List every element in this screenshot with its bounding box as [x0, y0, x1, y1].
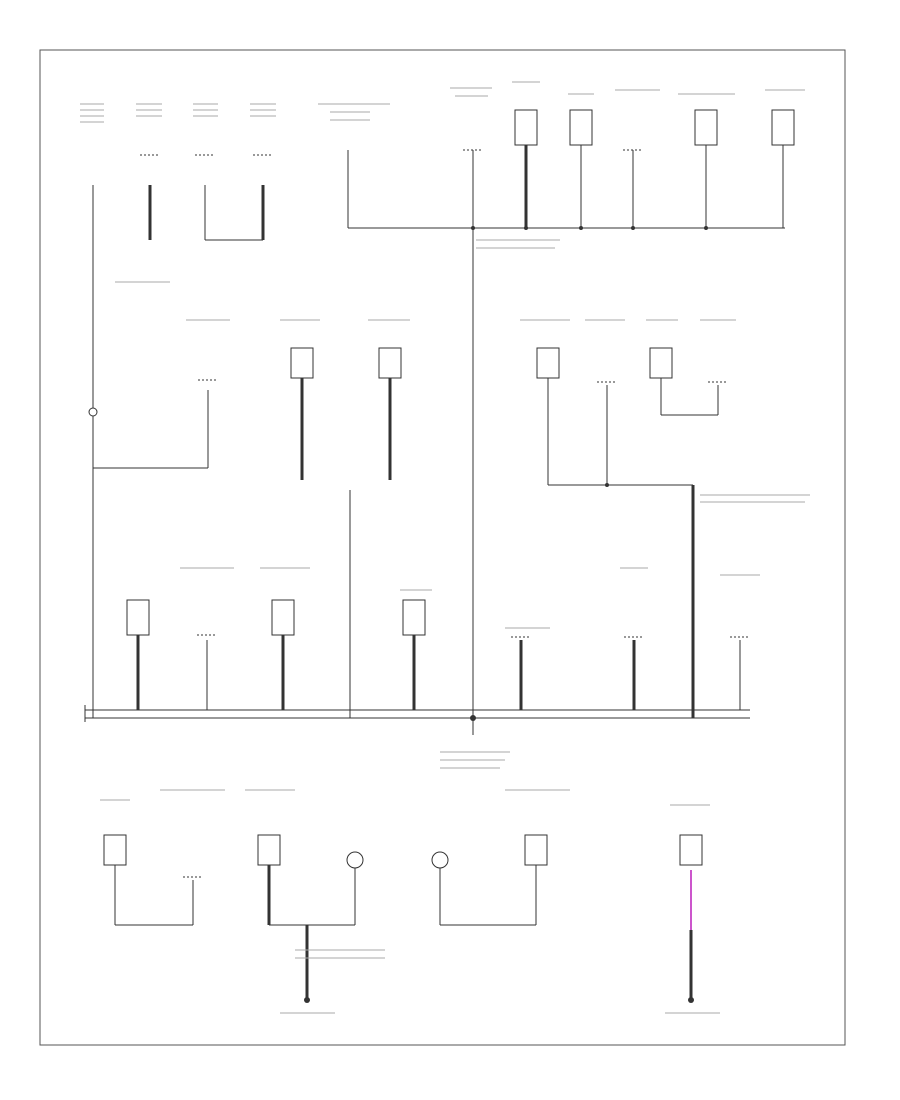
lamp-symbol	[346, 851, 364, 869]
component-box	[257, 834, 281, 866]
component-box	[290, 347, 314, 379]
diode-symbol	[88, 407, 98, 417]
component-box	[569, 109, 593, 146]
component-box	[771, 109, 795, 146]
top-right-bus	[347, 109, 795, 230]
component-box	[402, 599, 426, 636]
component-box	[378, 347, 402, 379]
ground-point-dot	[304, 997, 310, 1003]
splice-dot	[631, 226, 635, 230]
component-box	[649, 347, 673, 379]
splice-dot	[605, 483, 609, 487]
diagram-frame	[39, 49, 846, 1046]
component-box	[524, 834, 548, 866]
splice-dot	[704, 226, 708, 230]
ground-point-dot	[688, 997, 694, 1003]
splice-dot	[524, 226, 528, 230]
component-box	[536, 347, 560, 379]
illegible-labels	[80, 81, 810, 1014]
lamp-symbol	[431, 851, 449, 869]
component-box	[103, 834, 127, 866]
lower-ground-bus	[84, 599, 750, 735]
component-box	[694, 109, 718, 146]
component-box	[126, 599, 150, 636]
component-box	[514, 109, 538, 146]
top-left-component-group	[92, 154, 273, 241]
component-box	[271, 599, 295, 636]
component-box	[679, 834, 703, 866]
splice-dot	[579, 226, 583, 230]
bottom-component-group	[103, 834, 703, 1003]
